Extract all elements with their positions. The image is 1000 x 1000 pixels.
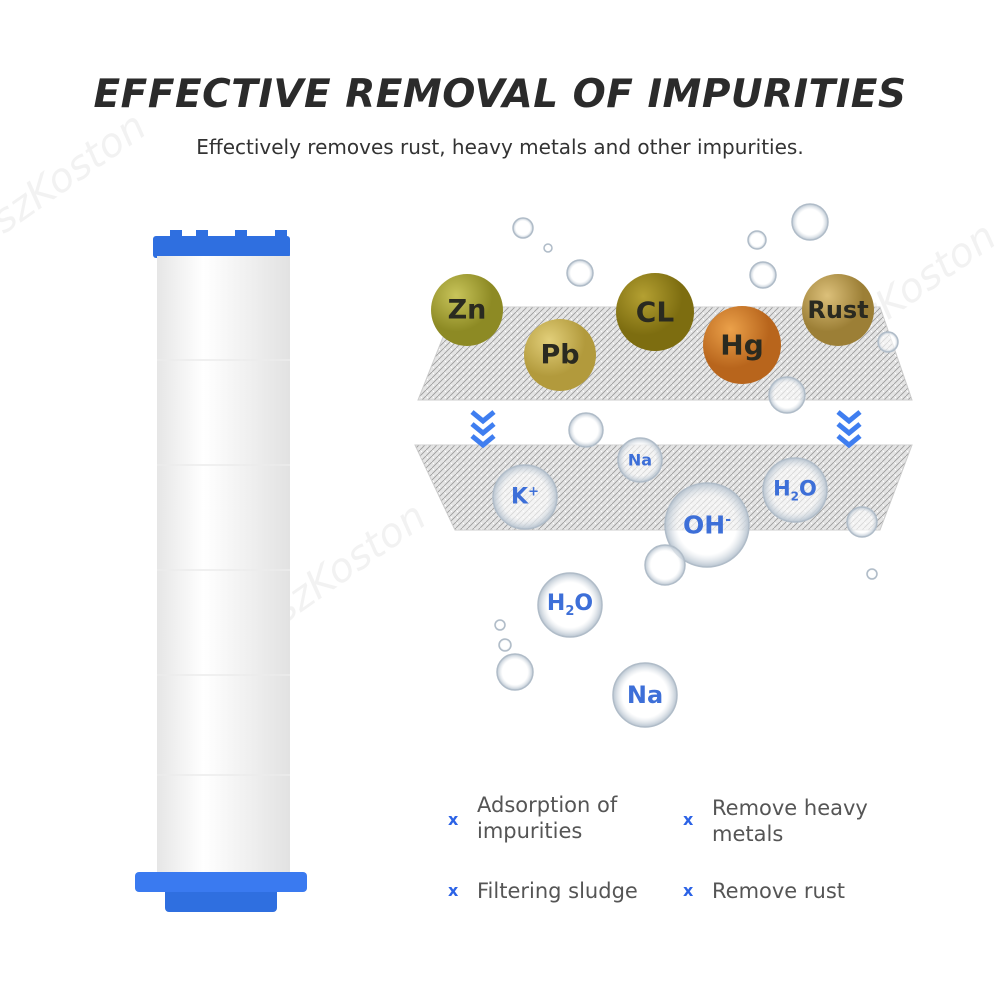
h: H	[773, 476, 791, 501]
feature-heavy-metals: Remove heavy metals	[712, 795, 892, 847]
feature-rust: Remove rust	[712, 879, 846, 903]
bubble	[492, 203, 899, 728]
impurity-zn: Zn	[447, 294, 487, 326]
impurity-pb: Pb	[540, 339, 580, 371]
feature-text: Adsorption of impurities	[477, 793, 618, 843]
feature-text: Remove heavy metals	[712, 796, 868, 846]
impurity-rust: Rust	[807, 296, 869, 324]
down-arrow-icon	[470, 410, 862, 449]
sub: 2	[565, 604, 575, 620]
filter-layer-bottom	[414, 444, 913, 531]
page-title: EFFECTIVE REMOVAL OF IMPURITIES	[93, 72, 907, 117]
x-bullet-icon: x	[683, 881, 694, 900]
o: O	[799, 476, 817, 501]
ion-h2o: H2O	[773, 476, 817, 503]
ion-oh-charge: -	[725, 512, 731, 529]
ion-k-charge: +	[528, 484, 539, 500]
ion-oh: OH-	[683, 511, 731, 540]
h: H	[546, 590, 566, 616]
feature-adsorption: Adsorption of impurities	[477, 792, 647, 844]
feature-sludge: Filtering sludge	[477, 879, 638, 903]
ion-oh-text: OH	[683, 510, 726, 540]
ion-k: K+	[511, 484, 539, 509]
o: O	[574, 590, 594, 616]
ion-k-text: K	[511, 484, 529, 510]
filter-cartridge	[135, 230, 307, 912]
x-bullet-icon: x	[448, 810, 459, 829]
sub: 2	[790, 489, 800, 504]
ion-na: Na	[626, 681, 664, 709]
x-bullet-icon: x	[683, 810, 694, 829]
x-bullet-icon: x	[448, 881, 459, 900]
impurity-hg: Hg	[720, 328, 764, 362]
ion-na: Na	[627, 450, 653, 470]
page-subtitle: Effectively removes rust, heavy metals a…	[196, 135, 804, 159]
impurity-cl: CL	[635, 295, 675, 329]
ion-h2o: H2O	[547, 591, 593, 619]
